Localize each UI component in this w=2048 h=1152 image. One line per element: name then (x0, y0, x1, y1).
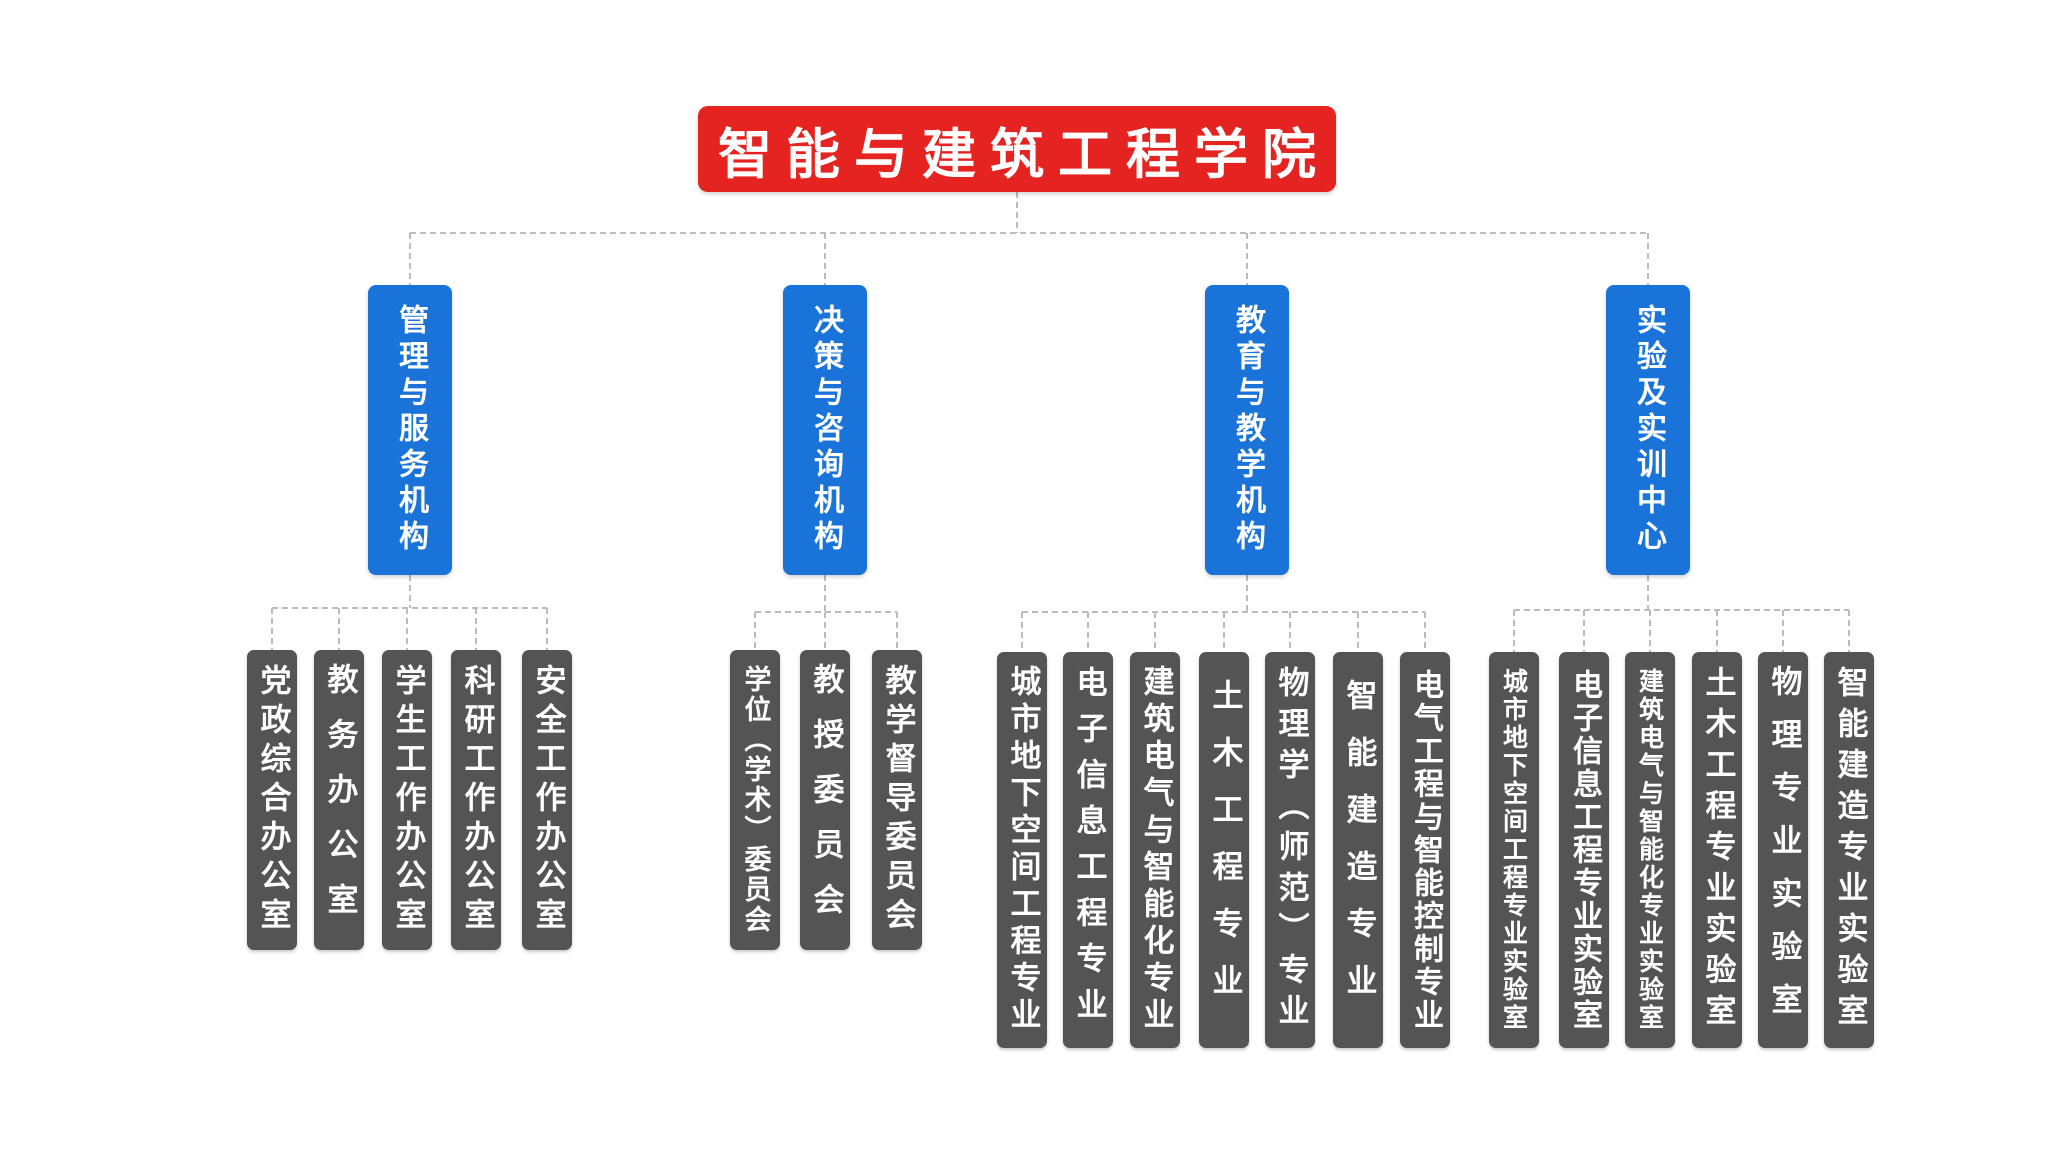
leaf-node-label: 智能建造专业实验室 (1831, 665, 1868, 1035)
branch-node: 管理与服务机构 (368, 285, 452, 575)
branch-node: 实验及实训中心 (1606, 285, 1690, 575)
leaf-node-label: 城市地下空间工程专业实验室 (1499, 668, 1529, 1032)
leaf-node-label: 教授委员会 (807, 662, 844, 938)
leaf-node-label: 城市地下空间工程专业 (1004, 665, 1041, 1035)
root-node-label: 智能与建筑工程学院 (718, 122, 1330, 186)
branch-node-label: 教育与教学机构 (1230, 304, 1265, 556)
leaf-node-label: 建筑电气与智能化专业实验室 (1635, 668, 1665, 1032)
leaf-node: 电子信息工程专业 (1063, 652, 1113, 1048)
leaf-node: 城市地下空间工程专业 (997, 652, 1047, 1048)
leaf-node: 科研工作办公室 (451, 650, 501, 950)
leaf-node: 党政综合办公室 (247, 650, 297, 950)
leaf-node-label: 党政综合办公室 (254, 663, 291, 937)
leaf-node-label: 安全工作办公室 (529, 663, 566, 937)
leaf-node: 智能建造专业实验室 (1824, 652, 1874, 1048)
leaf-node: 土木工程专业实验室 (1692, 652, 1742, 1048)
leaf-node-label: 土木工程专业实验室 (1699, 665, 1736, 1035)
leaf-node: 教授委员会 (800, 650, 850, 950)
leaf-node-label: 教学督导委员会 (879, 663, 916, 937)
leaf-node: 电子信息工程专业实验室 (1559, 652, 1609, 1048)
leaf-node: 教务办公室 (314, 650, 364, 950)
leaf-node-label: 电子信息工程专业 (1070, 666, 1107, 1034)
leaf-node-label: 物理专业实验室 (1765, 664, 1802, 1036)
leaf-node-label: 学生工作办公室 (389, 663, 426, 937)
leaf-node-label: 建筑电气与智能化专业 (1137, 665, 1174, 1035)
branch-node-label: 管理与服务机构 (393, 304, 428, 556)
leaf-node-label: 物理学（师范）专业 (1272, 665, 1309, 1035)
branch-node: 教育与教学机构 (1205, 285, 1289, 575)
leaf-node: 城市地下空间工程专业实验室 (1489, 652, 1539, 1048)
leaf-node: 学生工作办公室 (382, 650, 432, 950)
leaf-node: 智能建造专业 (1333, 652, 1383, 1048)
leaf-node-label: 电气工程与智能控制专业 (1408, 668, 1443, 1032)
branch-node-label: 实验及实训中心 (1631, 304, 1666, 556)
leaf-node: 土木工程专业 (1199, 652, 1249, 1048)
leaf-node: 物理专业实验室 (1758, 652, 1808, 1048)
branch-node: 决策与咨询机构 (783, 285, 867, 575)
leaf-node: 建筑电气与智能化专业 (1130, 652, 1180, 1048)
leaf-node-label: 学位（学术）委员会 (739, 665, 771, 935)
leaf-node: 学位（学术）委员会 (730, 650, 780, 950)
leaf-node: 教学督导委员会 (872, 650, 922, 950)
branch-node-label: 决策与咨询机构 (808, 304, 843, 556)
leaf-node: 安全工作办公室 (522, 650, 572, 950)
leaf-node-label: 土木工程专业 (1206, 679, 1243, 1021)
leaf-node: 建筑电气与智能化专业实验室 (1625, 652, 1675, 1048)
leaf-node-label: 科研工作办公室 (458, 663, 495, 937)
root-node: 智能与建筑工程学院 (698, 106, 1336, 192)
leaf-node: 物理学（师范）专业 (1265, 652, 1315, 1048)
leaf-node-label: 电子信息工程专业实验室 (1567, 668, 1602, 1032)
leaf-node-label: 教务办公室 (321, 662, 358, 938)
leaf-node-label: 智能建造专业 (1340, 679, 1377, 1021)
leaf-node: 电气工程与智能控制专业 (1400, 652, 1450, 1048)
